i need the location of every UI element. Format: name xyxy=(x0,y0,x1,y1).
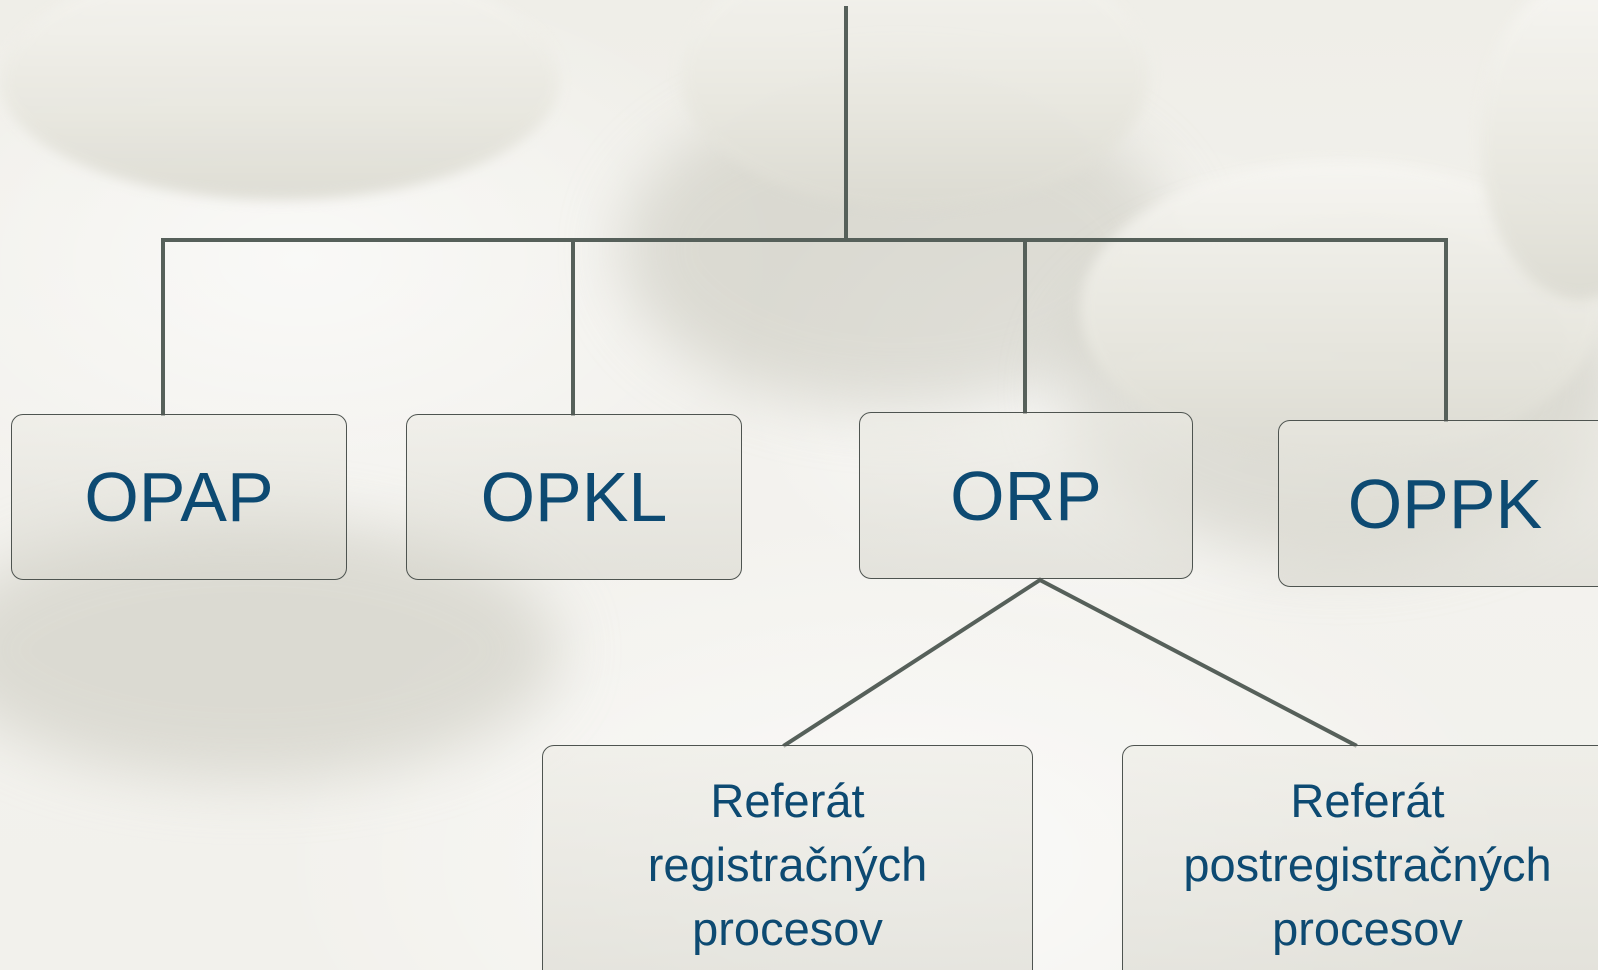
node-label: OPAP xyxy=(84,458,274,536)
connector-ref-postreg xyxy=(1037,577,1358,748)
node-label: Referát postregistračných procesov xyxy=(1183,769,1551,961)
connector-ref-reg xyxy=(782,577,1043,748)
node-referat-postregistracnych: Referát postregistračných procesov xyxy=(1122,745,1598,970)
label-line: Referát xyxy=(1290,774,1445,827)
label-line: registračných xyxy=(647,838,928,891)
node-opkl: OPKL xyxy=(406,414,742,580)
node-label: OPKL xyxy=(480,458,668,536)
background-pill xyxy=(0,0,560,200)
node-referat-registracnych: Referát registračných procesov xyxy=(542,745,1033,970)
node-opap: OPAP xyxy=(11,414,347,580)
background-pill xyxy=(680,0,1150,210)
label-line: postregistračných xyxy=(1183,838,1552,891)
node-label: OPPK xyxy=(1347,464,1543,543)
label-line: procesov xyxy=(692,902,883,955)
label-line: Referát xyxy=(710,774,865,827)
label-line: procesov xyxy=(1272,902,1463,955)
node-orp: ORP xyxy=(859,412,1193,579)
node-label: Referát registračných procesov xyxy=(648,769,928,961)
node-oppk: OPPK xyxy=(1278,420,1598,587)
node-label: ORP xyxy=(950,456,1102,535)
